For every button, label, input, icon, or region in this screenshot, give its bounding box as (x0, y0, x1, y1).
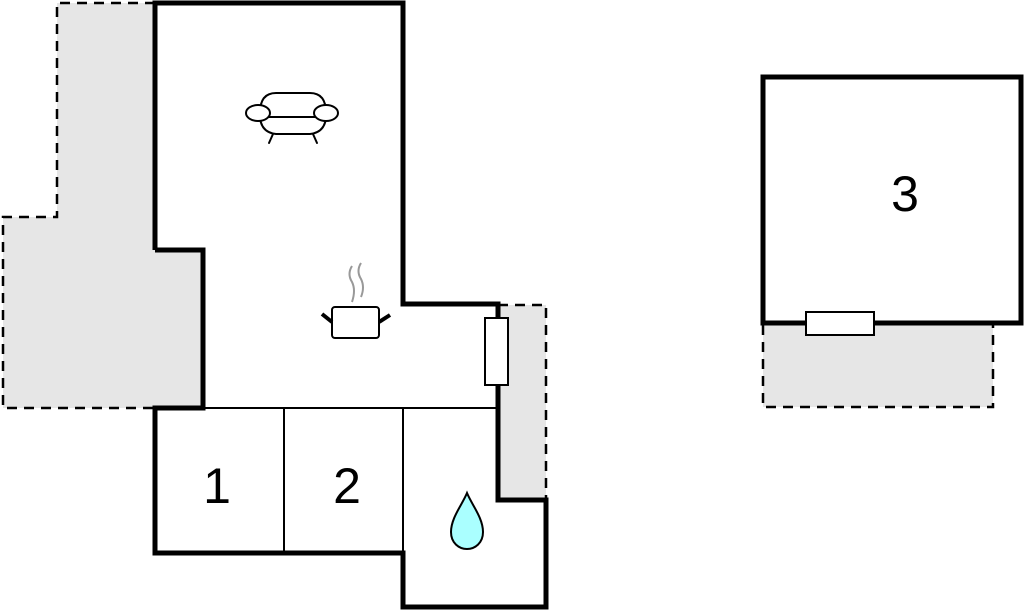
room-label-2: 2 (333, 458, 361, 514)
main-house-walls (152, 0, 549, 610)
room-label-3: 3 (891, 166, 919, 222)
terrace-left (1, 1, 203, 410)
water-drop-icon (449, 490, 485, 551)
terrace-annex (761, 325, 995, 409)
cooking-pot-icon (320, 262, 392, 339)
interior-walls (155, 407, 498, 553)
annex-walls (760, 74, 1024, 326)
room-label-1: 1 (203, 458, 231, 514)
sofa-icon (245, 92, 339, 144)
window-main (484, 317, 509, 386)
window-annex (805, 311, 875, 336)
